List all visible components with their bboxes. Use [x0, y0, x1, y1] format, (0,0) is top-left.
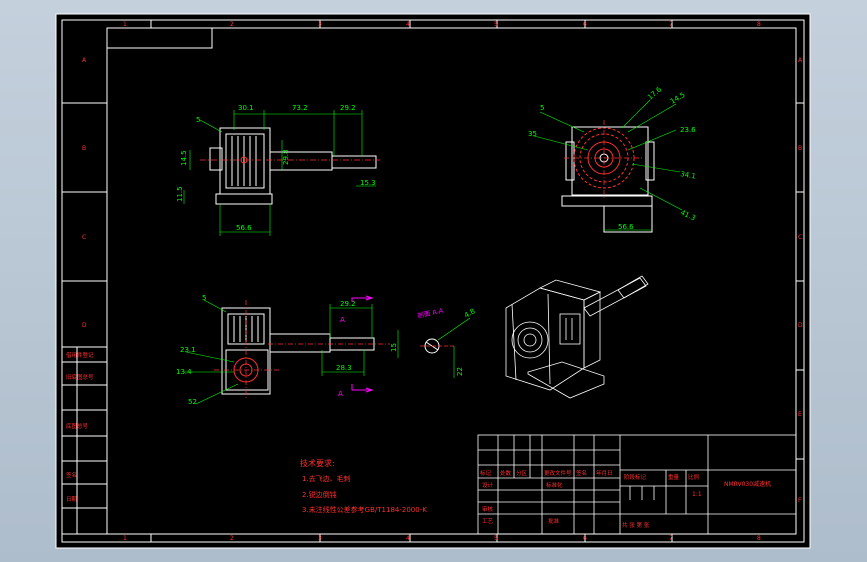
- zone-right-E: E: [798, 411, 802, 418]
- tb-role-process: 工艺: [482, 518, 494, 525]
- left-table-cell-3: 底图总号: [66, 422, 89, 430]
- zone-top-3: 3: [318, 21, 322, 28]
- lower-view: 5 23.1 13.4 52 29.2 28.3 15 A A: [176, 294, 399, 406]
- dim-top-29-2: 29.2: [340, 104, 356, 112]
- zone-right-D: D: [798, 322, 803, 329]
- dim-top-14-5: 14.5: [180, 150, 188, 166]
- tb-weight: 重量: [668, 473, 680, 481]
- dim-lower-28-3: 28.3: [336, 364, 352, 372]
- zone-top-1: 1: [123, 21, 127, 28]
- section-mark-a-upper: A: [340, 316, 345, 324]
- dim-lower-phi5: 5: [202, 294, 206, 302]
- zone-right-B: B: [798, 145, 802, 152]
- zone-bottom-2: 2: [230, 535, 234, 542]
- dim-top-11-5: 11.5: [176, 186, 184, 202]
- tech-notes-title: 技术要求:: [300, 458, 335, 468]
- dim-front-phi5: 5: [540, 104, 544, 112]
- left-table-cell-0: 借用件登记: [66, 351, 94, 359]
- code-box: [106, 27, 213, 49]
- zone-top-6: 6: [583, 21, 587, 28]
- tb-drawing-name: NMRV030减速机: [724, 480, 771, 488]
- sheet-background: [56, 14, 810, 548]
- dim-top-30-1: 30.1: [238, 104, 254, 112]
- dim-top-15-3: 15.3: [360, 179, 376, 187]
- left-table-cell-1: 旧底图总号: [66, 373, 94, 381]
- zone-bottom-3: 3: [318, 535, 322, 542]
- tb-standardization: 标准化: [546, 481, 563, 489]
- zone-left-C: C: [82, 234, 86, 241]
- zone-bottom-6: 6: [583, 535, 587, 542]
- tb-role-design: 设计: [482, 481, 494, 489]
- zone-right-F: F: [798, 497, 802, 504]
- dim-top-29-8: 29.8: [282, 149, 290, 165]
- zone-left-A: A: [82, 57, 87, 64]
- title-block: [477, 434, 797, 535]
- tb-scale-label: 比例: [688, 473, 700, 481]
- top-side-view: 30.1 73.2 29.2 5 14.5 29.8 11.5 15.3 56.…: [176, 104, 380, 236]
- tech-note-2: 2.锐边倒钝: [302, 490, 337, 499]
- left-table-cell-6: 日期: [66, 496, 78, 503]
- tb-stage-mark: 阶段标记: [624, 473, 647, 481]
- zone-top-5: 5: [494, 21, 498, 28]
- dim-lower-15: 15: [390, 343, 398, 352]
- dim-section-22: 22: [456, 367, 464, 376]
- section-mark-a-lower: A: [338, 390, 343, 398]
- outer-frame: [55, 13, 811, 549]
- zone-right-A: A: [798, 57, 803, 64]
- zone-top-8: 8: [757, 21, 761, 28]
- dim-top-56-6: 56.6: [236, 224, 252, 232]
- tb-role-review: 审核: [482, 505, 494, 513]
- zone-bottom-7: 7: [669, 535, 673, 542]
- tb-label-sign: 签名: [576, 469, 587, 477]
- zone-top-7: 7: [669, 21, 673, 28]
- dim-front-phi23-6: 23.6: [680, 126, 696, 134]
- zone-bottom-1: 1: [123, 535, 127, 542]
- tb-label-mark: 标记: [480, 469, 492, 477]
- dim-top-phi5: 5: [196, 116, 200, 124]
- dim-lower-phi23-1: 23.1: [180, 346, 196, 354]
- dim-top-73-2: 73.2: [292, 104, 308, 112]
- left-registration-table: [61, 346, 108, 535]
- zone-right-C: C: [798, 234, 802, 241]
- tech-note-1: 1.去飞边、毛刺: [302, 474, 351, 483]
- tb-sheet-info: 共 张 第 张: [622, 521, 650, 529]
- tb-label-change-doc: 更改文件号: [544, 469, 572, 477]
- zone-bottom-8: 8: [757, 535, 761, 542]
- dim-front-phi34-1: 34.1: [680, 170, 697, 181]
- dim-lower-r13-4: 13.4: [176, 368, 192, 376]
- technical-notes: 技术要求: 1.去飞边、毛刺 2.锐边倒钝 3.未注线性公差参考GB/T1184…: [300, 458, 427, 514]
- zone-left-D: D: [82, 322, 87, 329]
- tb-label-zone: 分区: [516, 469, 528, 477]
- zone-top-2: 2: [230, 21, 234, 28]
- tb-approval: 批准: [548, 517, 560, 525]
- tb-label-count: 处数: [500, 469, 512, 477]
- zone-left-B: B: [82, 145, 86, 152]
- zone-bottom-5: 5: [494, 535, 498, 542]
- tb-scale-value: 1:1: [692, 491, 702, 498]
- dim-lower-phi52: 52: [188, 398, 197, 406]
- tech-note-3: 3.未注线性公差参考GB/T1184-2000-K: [302, 505, 427, 514]
- top-front-view: 5 35 17.6 14.5 23.6 34.1 41.3 56.6: [528, 85, 697, 233]
- tb-label-date: 年月日: [596, 469, 613, 477]
- zone-bottom-4: 4: [406, 535, 410, 542]
- dim-front-phi35: 35: [528, 130, 537, 138]
- zone-top-4: 4: [406, 21, 410, 28]
- left-table-cell-5: 签名: [66, 471, 77, 479]
- dim-front-56-6: 56.6: [618, 223, 634, 231]
- dim-lower-29-2: 29.2: [340, 300, 356, 308]
- isometric-view: [505, 275, 649, 399]
